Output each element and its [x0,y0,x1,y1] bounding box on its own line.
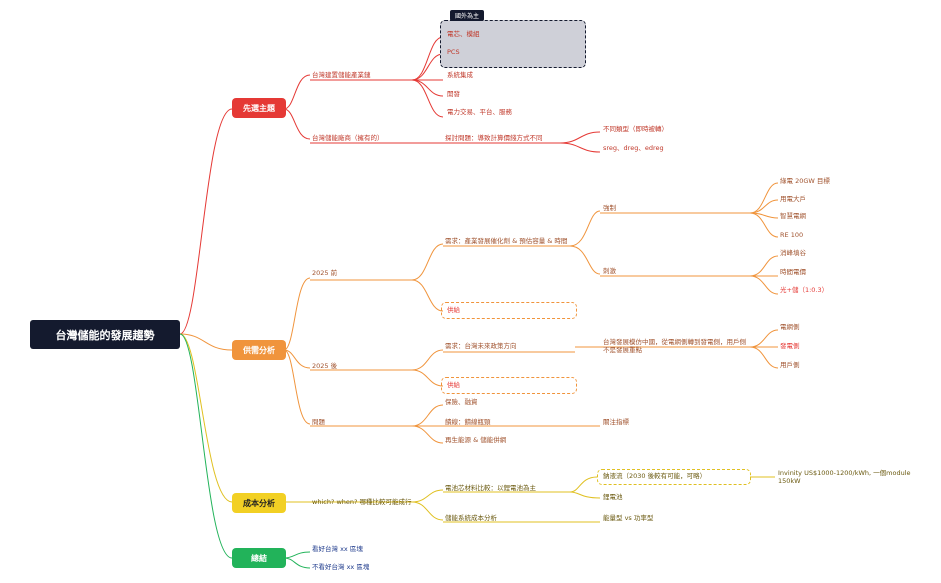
node-re100[interactable]: RE 100 [780,231,804,239]
node-green-20gw[interactable]: 綠電 20GW 目標 [780,177,830,185]
node-user-side[interactable]: 用戶側 [780,361,800,369]
overseas-tag: 國外為主 [450,10,485,21]
supply-box-post [441,377,577,394]
node-after-2025[interactable]: 2025 後 [312,362,338,370]
node-grid-connection[interactable]: 再生能源 & 儲能併網 [445,436,507,444]
branch-supply-demand[interactable]: 供需分析 [232,340,286,360]
node-bullish[interactable]: 看好台灣 xx 區塊 [312,545,363,553]
node-invinity-note[interactable]: Invinity US$1000-1200/kWh, 一個module 150k… [778,469,911,485]
node-bearish[interactable]: 不看好台灣 xx 區塊 [312,563,370,571]
node-supply-pre[interactable]: 供給 [447,306,460,314]
node-development[interactable]: 開發 [447,90,460,98]
node-time-of-use[interactable]: 時間電價 [780,268,806,276]
node-system-integration[interactable]: 系統集成 [447,71,473,79]
node-system-cost[interactable]: 儲能系統成本分析 [445,514,497,522]
node-taiwan-vendors[interactable]: 台灣儲能廠商（擁有的） [312,134,384,142]
node-feeder[interactable]: 饋線：饋線瓶頸 [445,418,491,426]
node-sreg-dreg[interactable]: sreg、dreg、edreg [603,144,664,152]
node-demand-catalyst[interactable]: 需求：產業發展催化劑 & 預估容量 & 時間 [445,237,568,245]
node-stimulus[interactable]: 刺激 [603,267,616,275]
node-cell-module[interactable]: 電芯、模組 [447,30,480,38]
node-mandatory[interactable]: 強制 [603,204,616,212]
node-grid-side[interactable]: 電網側 [780,323,800,331]
node-peak-shaving[interactable]: 消峰填谷 [780,249,806,257]
node-which-when[interactable]: which? when? 哪種比較可能成行 [312,498,412,506]
branch-topic-selection[interactable]: 先選主題 [232,98,286,118]
node-supply-post[interactable]: 供給 [447,381,460,389]
node-insurance[interactable]: 保險、融資 [445,398,478,406]
node-pcs[interactable]: PCS [447,48,460,56]
node-pricing-question[interactable]: 探討問題：導致計算價錢方式不同 [445,134,543,142]
node-energy-vs-power[interactable]: 能量型 vs 功率型 [603,514,654,522]
node-lithium[interactable]: 鋰電池 [603,493,623,501]
node-policy-note[interactable]: 台灣發展模仿中國，從電網側轉到發電側，用戶側不是發展重點 [603,338,746,354]
node-before-2025[interactable]: 2025 前 [312,269,338,277]
node-issues[interactable]: 問題 [312,418,325,426]
node-taiwan-supply-chain[interactable]: 台灣建置儲能產業鏈 [312,71,371,79]
branch-summary[interactable]: 總結 [232,548,286,568]
node-future-policy[interactable]: 需求：台灣未來政策方向 [445,342,517,350]
node-flow-battery[interactable]: 鈉液流（2030 後較有可能，可略） [603,472,707,480]
node-different-types[interactable]: 不同類型（即時被轉） [603,125,668,133]
node-cell-material[interactable]: 電池芯材料比較：以鋰電池為主 [445,484,536,492]
branch-cost-analysis[interactable]: 成本分析 [232,493,286,513]
node-power-trading[interactable]: 電力交易、平台、服務 [447,108,512,116]
node-smart-grid[interactable]: 智慧電網 [780,212,806,220]
node-large-users[interactable]: 用電大戶 [780,195,806,203]
supply-box-pre [441,302,577,319]
node-watch-indicators[interactable]: 關注指標 [603,418,629,426]
liquid-box [597,469,751,485]
node-generation-side[interactable]: 發電側 [780,342,800,350]
overseas-group-box [440,20,586,68]
node-solar-storage[interactable]: 光+儲（1:0.3） [780,286,829,294]
root-node[interactable]: 台灣儲能的發展趨勢 [30,320,180,349]
